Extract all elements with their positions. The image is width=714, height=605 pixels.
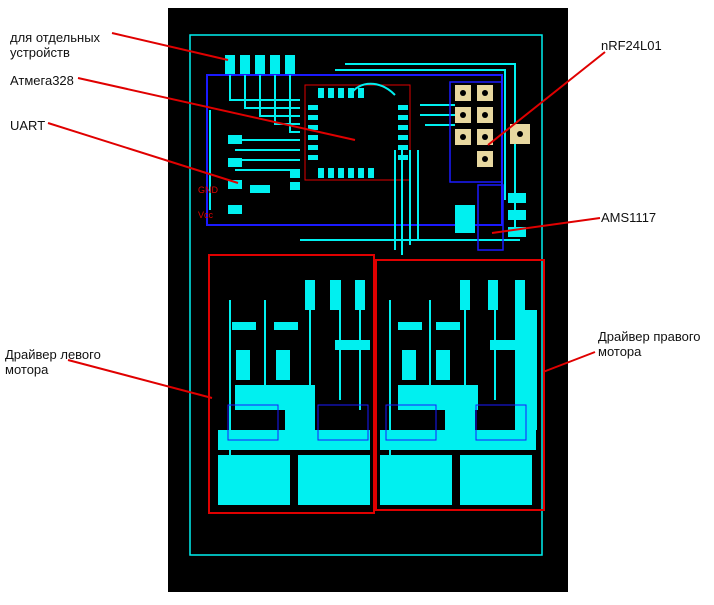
silk-gnd: GND bbox=[198, 185, 219, 195]
peripheral-header bbox=[225, 55, 295, 75]
label-left-driver: Драйвер левого мотора bbox=[5, 347, 101, 377]
label-right-driver: Драйвер правого мотора bbox=[598, 329, 701, 359]
regulator-footprint bbox=[455, 184, 526, 251]
label-uart: UART bbox=[10, 118, 46, 133]
board-outline bbox=[189, 34, 543, 556]
label-peripherals: для отдельных устройств bbox=[10, 30, 101, 60]
label-mcu: Атмега328 bbox=[10, 73, 74, 88]
nrf-header bbox=[449, 81, 530, 183]
left-driver-copper bbox=[218, 280, 370, 505]
right-driver-outline bbox=[375, 259, 545, 511]
right-driver-copper bbox=[380, 280, 537, 505]
left-driver-outline bbox=[208, 254, 375, 514]
label-radio: nRF24L01 bbox=[601, 38, 662, 53]
mcu-pads bbox=[308, 88, 408, 178]
leader-lines bbox=[47, 32, 606, 399]
uart-pads bbox=[228, 135, 300, 214]
label-regulator: AMS1117 bbox=[601, 210, 657, 225]
mcu-chip-outline bbox=[304, 84, 411, 181]
silk-vcc: Vcc bbox=[198, 210, 214, 220]
